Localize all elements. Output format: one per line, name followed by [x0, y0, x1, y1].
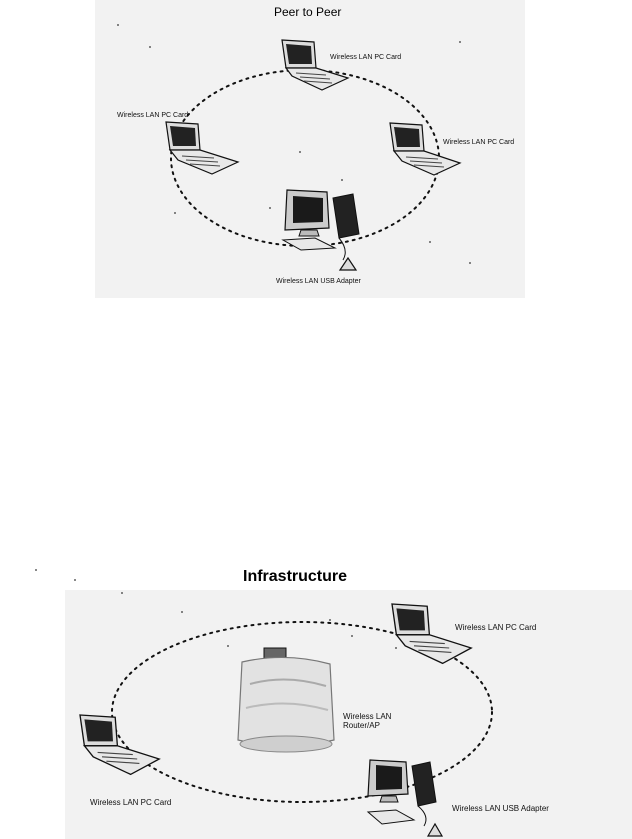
label-router-text: Wireless LAN Router/AP: [343, 712, 391, 730]
desktop-computer-icon: [368, 760, 436, 826]
label-left-laptop: Wireless LAN PC Card: [90, 799, 171, 807]
scatter-dots: [35, 569, 397, 649]
laptop-icon: [392, 604, 471, 663]
laptop-icon: [80, 715, 159, 774]
label-router: Wireless LAN Router/AP: [343, 712, 403, 730]
label-desktop: Wireless LAN USB Adapter: [452, 805, 549, 813]
usb-adapter-icon: [428, 824, 442, 836]
label-top-right-laptop: Wireless LAN PC Card: [455, 624, 536, 632]
router-icon: [238, 648, 334, 752]
